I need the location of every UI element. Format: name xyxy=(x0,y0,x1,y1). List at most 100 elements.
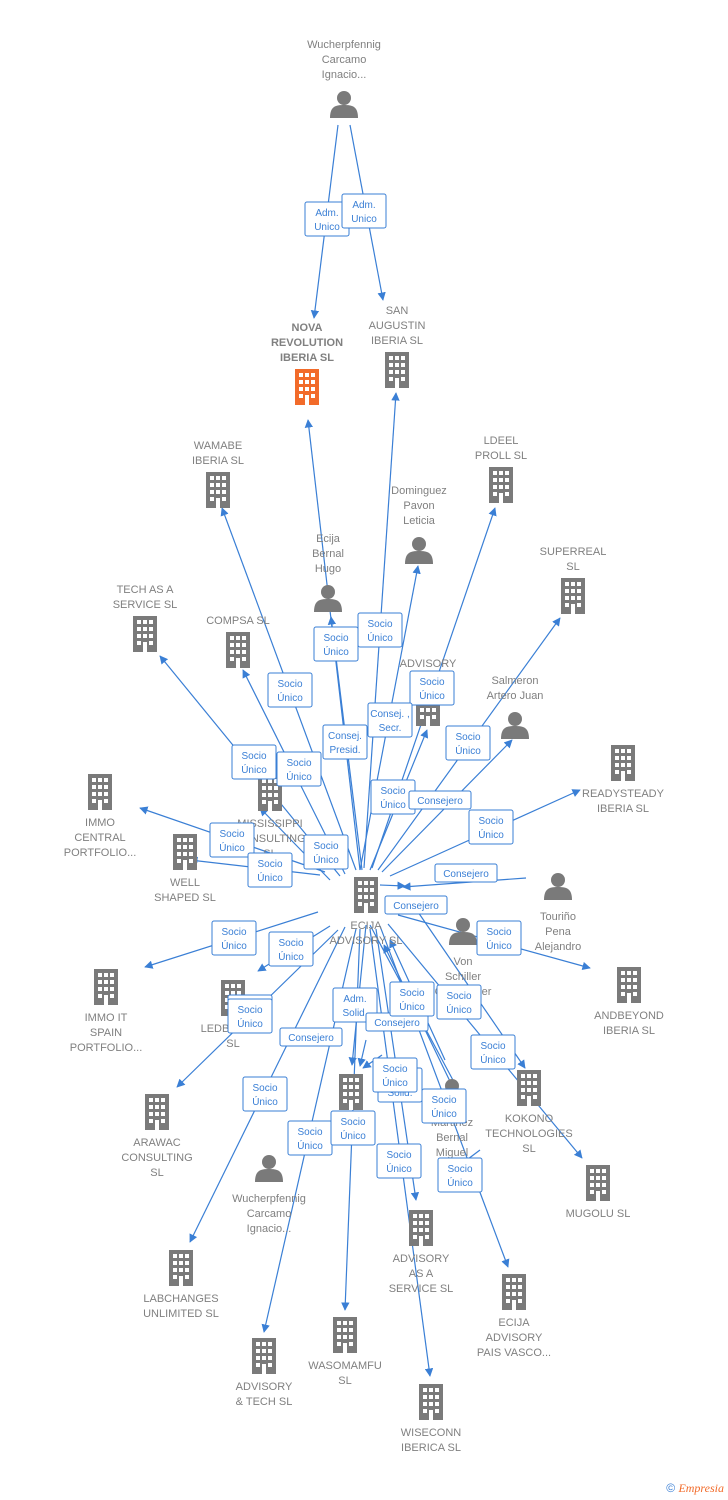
edge-label-18[interactable]: Consejero xyxy=(384,895,448,915)
node-immoit[interactable]: IMMO ITSPAINPORTFOLIO... xyxy=(70,969,143,1054)
edge-label-text: Socio xyxy=(219,829,244,840)
edge-label-text: Secr. xyxy=(379,723,402,734)
node-label-ecija: ECIJA xyxy=(350,920,382,932)
node-label-immoit: IMMO IT xyxy=(85,1012,128,1024)
edge-label-text: Único xyxy=(219,841,245,854)
brand-name[interactable]: Empresia xyxy=(678,1481,724,1495)
building-icon xyxy=(145,1094,169,1130)
edge-label-6[interactable]: Consej.Presid. xyxy=(322,724,368,760)
building-icon xyxy=(586,1165,610,1201)
node-wuch1[interactable]: WucherpfennigCarcamoIgnacio... xyxy=(307,39,381,118)
node-label-wiseconn: WISECONN xyxy=(401,1427,462,1439)
building-icon xyxy=(409,1210,433,1246)
edge-label-text: Socio xyxy=(340,1117,365,1128)
building-icon xyxy=(173,834,197,870)
node-label-sanaug: IBERIA SL xyxy=(371,335,423,347)
node-immocentral[interactable]: IMMOCENTRALPORTFOLIO... xyxy=(64,774,137,859)
edge-label-text: Único xyxy=(340,1129,366,1142)
edge-label-text: Adm. xyxy=(315,208,338,219)
edge-label-17[interactable]: Consejero xyxy=(434,863,498,883)
edge-label-7[interactable]: Consej. ,Secr. xyxy=(367,702,413,738)
node-mid[interactable] xyxy=(339,1074,363,1110)
node-advtech[interactable]: ADVISORY& TECH SL xyxy=(236,1338,293,1408)
edge-label-text: Único xyxy=(278,950,304,963)
building-icon xyxy=(333,1317,357,1353)
edge-label-text: Único xyxy=(431,1107,457,1120)
building-icon xyxy=(339,1074,363,1110)
node-label-wamabe: WAMABE xyxy=(194,440,243,452)
node-label-readysteady: IBERIA SL xyxy=(597,803,649,815)
node-label-tourino: Touriño xyxy=(540,911,576,923)
edge-label-text: Único xyxy=(386,1162,412,1175)
node-label-ledbetter: SL xyxy=(226,1038,239,1050)
edge-label-1[interactable]: Adm.Unico xyxy=(341,193,387,229)
node-mugolu[interactable]: MUGOLU SL xyxy=(566,1165,631,1220)
edge-label-text: Socio xyxy=(382,1064,407,1075)
edge-label-23[interactable]: Consejero xyxy=(279,1027,343,1047)
node-compsa[interactable]: COMPSA SL xyxy=(206,615,270,668)
person-icon xyxy=(255,1155,283,1182)
node-wuch2[interactable]: WucherpfennigCarcamoIgnacio... xyxy=(232,1155,306,1235)
node-label-wuch2: Wucherpfennig xyxy=(232,1193,306,1205)
node-label-labchanges: UNLIMITED SL xyxy=(143,1308,219,1320)
node-label-advaas: ADVISORY xyxy=(393,1253,450,1265)
node-label-ecijapv: PAIS VASCO... xyxy=(477,1347,551,1359)
edge-label-13[interactable]: Consejero xyxy=(408,790,472,810)
node-label-wellshaped: WELL xyxy=(170,877,200,889)
edge-label-text: Único xyxy=(286,770,312,783)
edge-label-text: Consej. xyxy=(328,731,362,742)
node-label-ecijapv: ADVISORY xyxy=(486,1332,543,1344)
node-label-immoit: SPAIN xyxy=(90,1027,122,1039)
edge-label-0[interactable]: Adm.Unico xyxy=(304,201,350,237)
node-label-arawac: ARAWAC xyxy=(133,1137,181,1149)
edge-label-text: Único xyxy=(446,1003,472,1016)
